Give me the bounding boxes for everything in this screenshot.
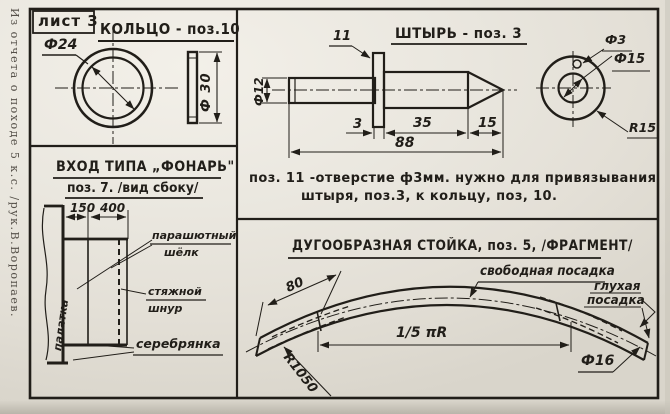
pin-dim-35: 35 bbox=[413, 115, 432, 131]
pin-title: ШТЫРЬ - поз. 3 bbox=[395, 26, 523, 42]
sheet-borders bbox=[28, 7, 660, 400]
entrance-dim-400: 400 bbox=[100, 201, 126, 215]
pin-dim-88: 88 bbox=[395, 135, 415, 151]
pin-end-d15-dim: Ф15 bbox=[614, 52, 645, 67]
pin-hole-callout: 11 bbox=[333, 29, 352, 44]
pin-drawing bbox=[262, 43, 657, 158]
pin-dim-3: 3 bbox=[353, 117, 363, 132]
pin-d12-dim: Ф12 bbox=[252, 77, 266, 106]
scan-bottom-edge bbox=[0, 400, 670, 414]
entrance-title-line2: поз. 7. /вид сбоку/ bbox=[67, 181, 199, 196]
note-line2: штыря, поз.3, к кольцу, поз, 10. bbox=[301, 189, 558, 204]
arc-length-dim: 1/5 πR bbox=[396, 325, 448, 341]
arc-stand-title: ДУГООБРАЗНАЯ СТОЙКА, поз. 5, /ФРАГМЕНТ/ bbox=[292, 238, 633, 254]
page-margin-caption: Из отчета о походе 5 к.с. /рук.В.Воропае… bbox=[8, 8, 21, 319]
ring-width-dim: Ф 30 bbox=[199, 72, 214, 112]
parachute-silk-label-line1: парашютный bbox=[152, 229, 237, 242]
note-line1: поз. 11 -отверстие ф3мм. нужно для привя… bbox=[249, 171, 657, 186]
entrance-title-line1: ВХОД ТИПА „ФОНАРЬ" bbox=[56, 159, 235, 175]
parachute-silk-label-line2: шёлк bbox=[164, 246, 199, 259]
cinch-cord-label-line2: шнур bbox=[148, 302, 183, 315]
silver-fabric-label: серебрянка bbox=[136, 336, 221, 351]
pin-end-d3-dim: Ф3 bbox=[605, 32, 627, 47]
sheet-number-label: лист 3 bbox=[38, 12, 99, 30]
scan-right-edge bbox=[665, 0, 670, 414]
pin-end-r15-dim: R15 bbox=[629, 120, 657, 135]
ring-inner-diameter-dim: Ф24 bbox=[44, 37, 78, 53]
entrance-drawing bbox=[41, 177, 231, 365]
tight-fit-label-line1: глухая bbox=[594, 279, 641, 293]
pin-dim-15: 15 bbox=[478, 115, 497, 131]
free-fit-label: свободная посадка bbox=[480, 264, 615, 279]
entrance-dim-150: 150 bbox=[70, 201, 96, 215]
ring-title: КОЛЬЦО - поз.10 bbox=[100, 20, 241, 38]
tight-fit-label-line2: посадка bbox=[587, 293, 645, 307]
ring-drawing bbox=[42, 27, 234, 144]
cinch-cord-label-line1: стяжной bbox=[148, 285, 202, 298]
arc-d16-dim: Ф16 bbox=[581, 353, 615, 369]
arc-stand-drawing bbox=[245, 257, 657, 397]
